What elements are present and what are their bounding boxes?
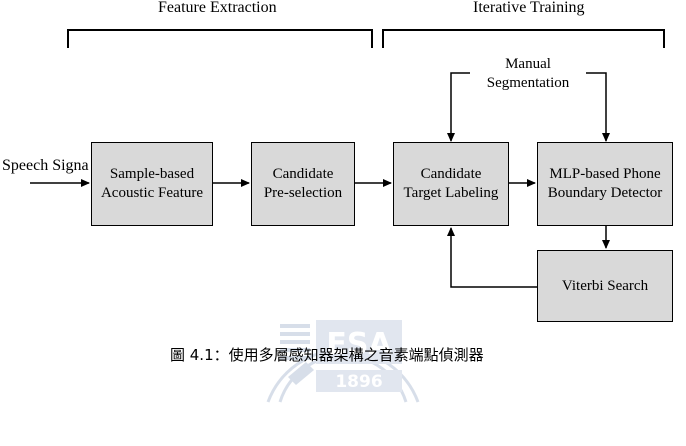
viterbi-line1: Viterbi Search: [561, 277, 649, 294]
feature-extraction-bracket: [67, 29, 373, 48]
mlp-boundary-detector-box: MLP-based Phone Boundary Detector: [537, 142, 673, 226]
section-title-feature-extraction: Feature Extraction: [158, 0, 277, 16]
sample-based-acoustic-feature-box: Sample-based Acoustic Feature: [91, 142, 213, 226]
candidate-target-line1: Candidate: [420, 166, 482, 183]
candidate-preselection-box: Candidate Pre-selection: [251, 142, 355, 226]
section-title-iterative-training: Iterative Training: [473, 0, 585, 16]
iterative-training-bracket: [382, 29, 665, 48]
watermark-year: 1896: [335, 372, 382, 392]
manual-label-line2: Segmentation: [486, 74, 570, 91]
arrow-manual-to-mlp: [586, 72, 610, 142]
sample-based-line2: Acoustic Feature: [100, 185, 204, 201]
mlp-line1: MLP-based Phone: [549, 166, 661, 183]
arrow-viterbi-feedback: [447, 227, 537, 288]
watermark-letters: ESA: [326, 327, 392, 362]
viterbi-search-box: Viterbi Search: [537, 250, 673, 322]
sample-based-line1: Sample-based: [109, 166, 195, 183]
arrow-manual-to-labeling: [447, 72, 470, 142]
figure-caption: 圖 4.1：使用多層感知器架構之音素端點偵測器: [170, 346, 484, 364]
mlp-line2: Boundary Detector: [547, 185, 663, 201]
candidate-target-labeling-box: Candidate Target Labeling: [393, 142, 509, 226]
candidate-pre-line1: Candidate: [272, 166, 334, 183]
candidate-pre-line2: Pre-selection: [263, 185, 343, 201]
manual-label-line1: Manual: [505, 56, 551, 72]
candidate-target-line2: Target Labeling: [403, 185, 499, 201]
manual-segmentation-label: Manual Segmentation: [470, 55, 586, 93]
university-seal-watermark: ESA 1896: [266, 320, 420, 403]
speech-signal-label: Speech Signa: [2, 157, 89, 174]
